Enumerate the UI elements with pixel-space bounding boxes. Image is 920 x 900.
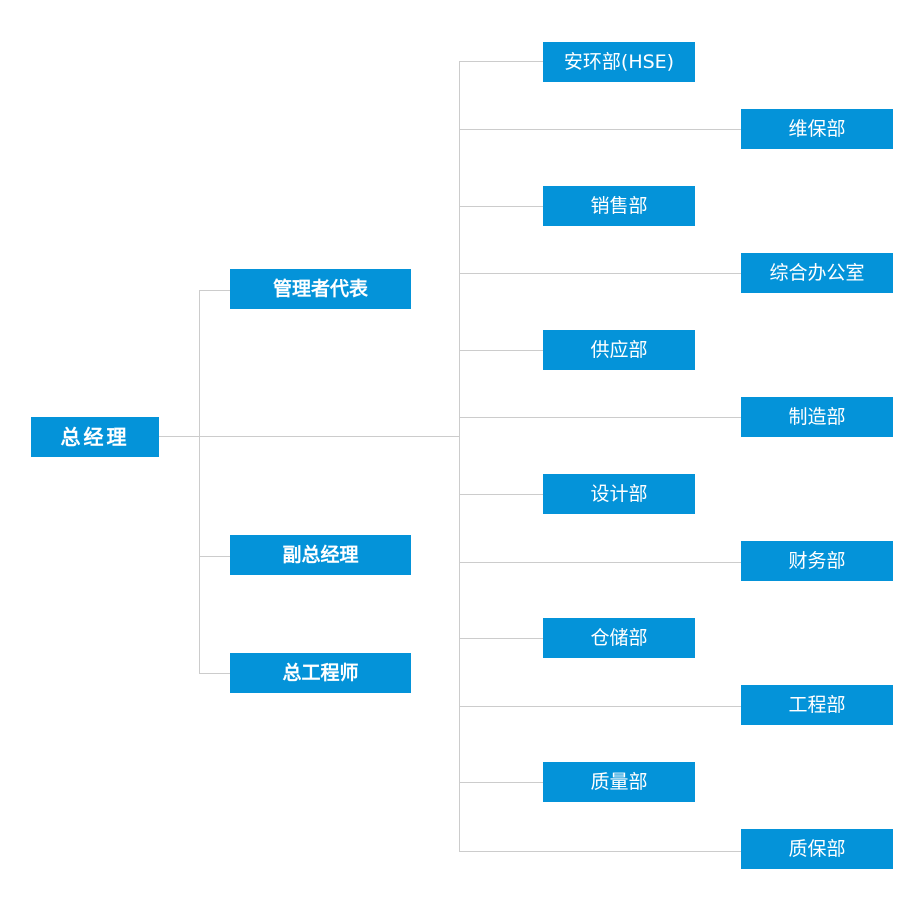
node-dept-quality-assurance: 质保部: [741, 829, 893, 869]
node-dept-maintenance: 维保部: [741, 109, 893, 149]
node-dept-hse: 安环部(HSE): [543, 42, 695, 82]
node-deputy-general-manager: 副总经理: [230, 535, 411, 575]
node-general-manager: 总经理: [31, 417, 159, 457]
node-dept-warehouse: 仓储部: [543, 618, 695, 658]
node-management-representative: 管理者代表: [230, 269, 411, 309]
node-dept-sales: 销售部: [543, 186, 695, 226]
node-chief-engineer: 总工程师: [230, 653, 411, 693]
node-dept-quality: 质量部: [543, 762, 695, 802]
node-dept-engineering: 工程部: [741, 685, 893, 725]
node-dept-general-office: 综合办公室: [741, 253, 893, 293]
node-dept-design: 设计部: [543, 474, 695, 514]
node-dept-supply: 供应部: [543, 330, 695, 370]
node-dept-finance: 财务部: [741, 541, 893, 581]
node-dept-manufacturing: 制造部: [741, 397, 893, 437]
